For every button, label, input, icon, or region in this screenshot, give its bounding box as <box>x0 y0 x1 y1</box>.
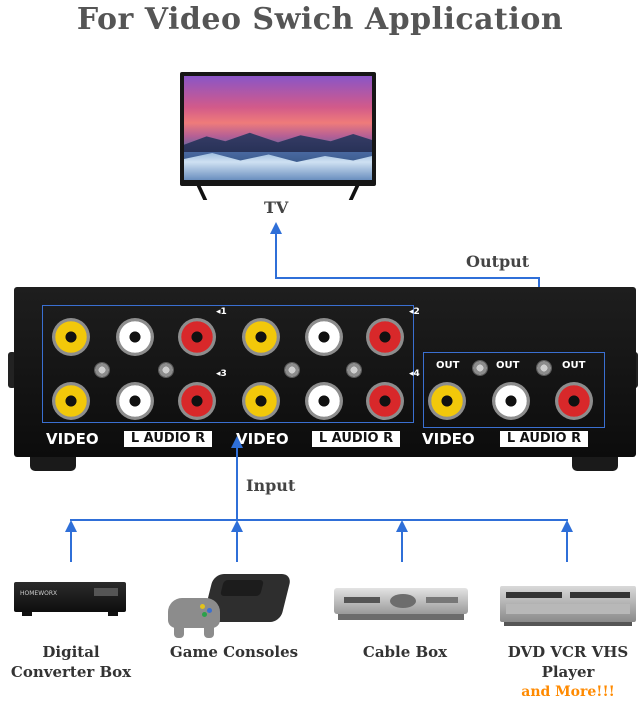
rca-jack-out-video <box>428 382 466 420</box>
device-label-converter: Digital Converter Box <box>10 643 132 681</box>
rca-jack-audio-r <box>366 382 404 420</box>
device-label-cable-box: Cable Box <box>362 643 448 661</box>
and-more-text: and More!!! <box>521 684 615 700</box>
screw-icon <box>346 362 362 378</box>
input-video-label-2: VIDEO <box>236 430 289 448</box>
output-label: Output <box>466 252 530 271</box>
rca-jack-audio-l <box>305 318 343 356</box>
tv-label: TV <box>264 198 289 217</box>
device-label-dvd-player: DVD VCR VHS Player and More!!! <box>496 642 640 702</box>
rca-jack-video <box>242 382 280 420</box>
cable-box-icon <box>334 588 468 622</box>
dvd-vcr-icon <box>500 586 636 626</box>
rca-jack-out-audio-l <box>492 382 530 420</box>
rca-jack-audio-r <box>178 318 216 356</box>
rca-jack-audio-l <box>305 382 343 420</box>
screw-icon <box>536 360 552 376</box>
rca-jack-out-audio-r <box>555 382 593 420</box>
input-audio-label-2: L AUDIO R <box>312 431 400 447</box>
screw-icon <box>94 362 110 378</box>
game-console-icon <box>164 568 292 640</box>
port-mark-3: ◂3 <box>216 369 227 379</box>
device-label-game-consoles: Game Consoles <box>169 643 299 661</box>
port-mark-4: ◂4 <box>409 369 420 379</box>
out-mark: OUT <box>496 360 520 371</box>
input-group <box>42 305 414 423</box>
rca-jack-audio-l <box>116 318 154 356</box>
rca-jack-video <box>52 382 90 420</box>
rca-jack-audio-l <box>116 382 154 420</box>
rca-jack-video <box>52 318 90 356</box>
converter-brand: HOMEWORX <box>20 590 58 597</box>
output-audio-label: L AUDIO R <box>500 431 588 447</box>
screw-icon <box>158 362 174 378</box>
rca-jack-video <box>242 318 280 356</box>
rca-jack-audio-r <box>366 318 404 356</box>
out-mark: OUT <box>436 360 460 371</box>
screw-icon <box>284 362 300 378</box>
output-video-label: VIDEO <box>422 430 475 448</box>
page-title: For Video Swich Application <box>76 2 564 37</box>
input-label: Input <box>246 476 296 495</box>
output-group <box>423 352 605 428</box>
input-video-label: VIDEO <box>46 430 99 448</box>
screw-icon <box>472 360 488 376</box>
rca-jack-audio-r <box>178 382 216 420</box>
converter-box-icon: HOMEWORX <box>14 582 126 616</box>
input-audio-label: L AUDIO R <box>124 431 212 447</box>
port-mark-2: ◂2 <box>409 307 420 317</box>
port-mark-1: ◂1 <box>216 307 227 317</box>
out-mark: OUT <box>562 360 586 371</box>
